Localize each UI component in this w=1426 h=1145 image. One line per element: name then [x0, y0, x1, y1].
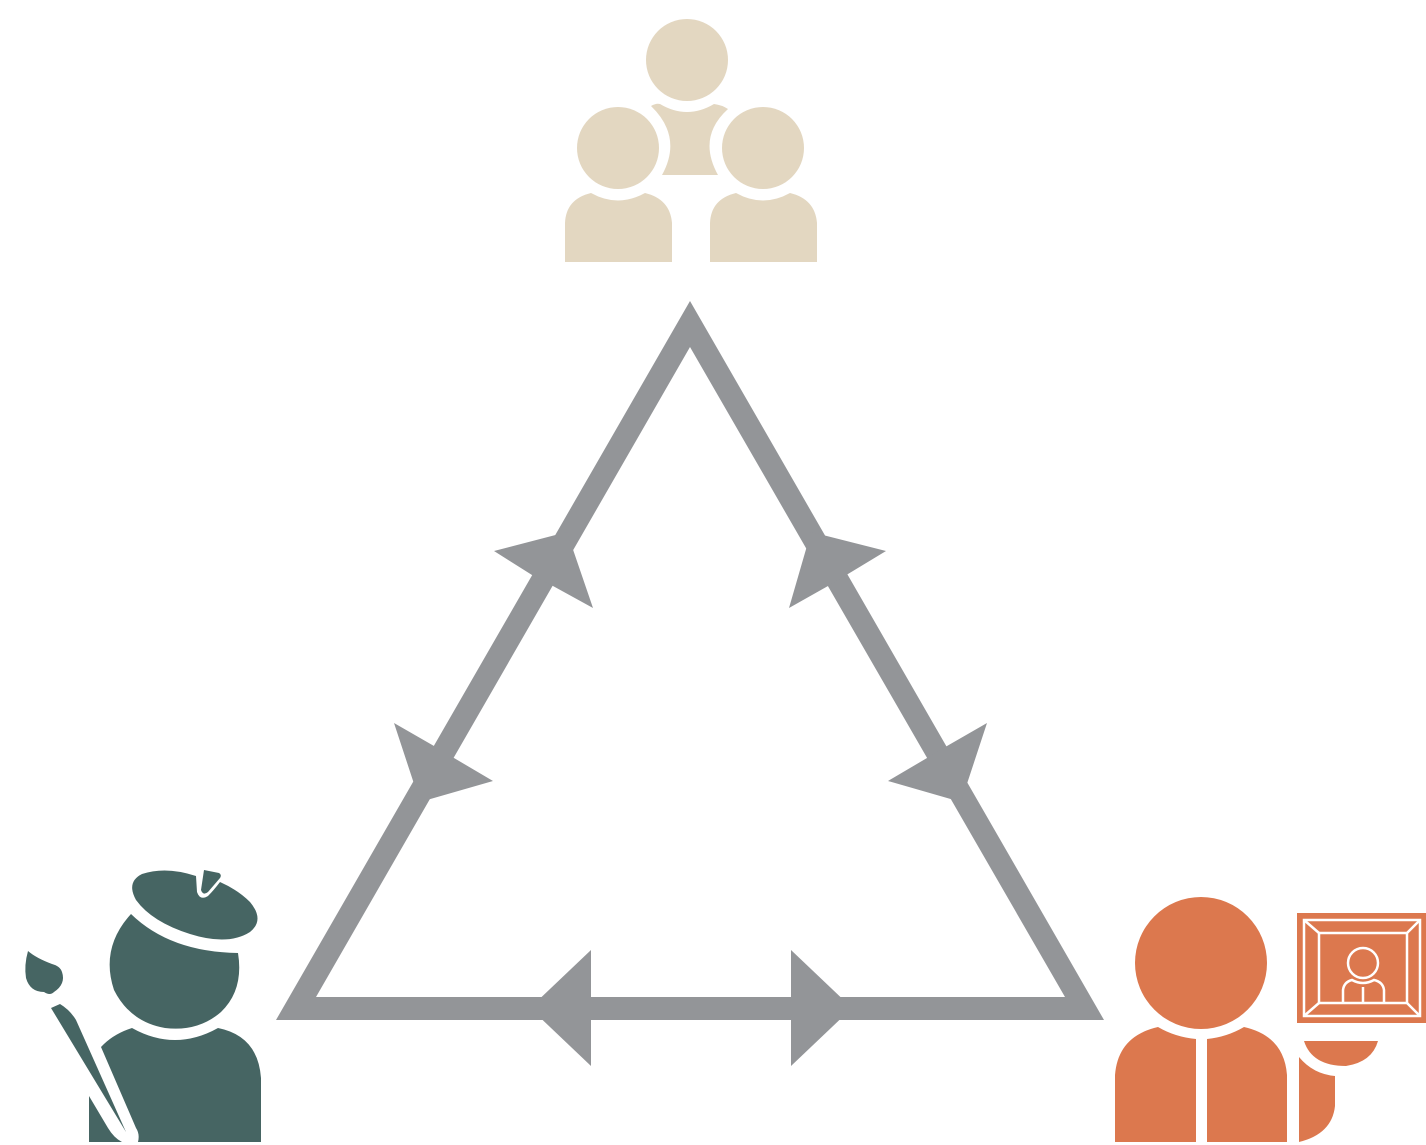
portrait-person-body [1341, 978, 1386, 1003]
arrowhead-bottom-edge-toward-presenter [791, 950, 852, 1066]
portrait-frame-corner-tl [1303, 919, 1320, 934]
audience-right-person-head [722, 107, 804, 189]
artist-beret [132, 870, 258, 940]
artist-head [109, 914, 240, 1029]
audience-group-icon [565, 19, 817, 262]
portrait-person-head [1346, 946, 1380, 980]
artist-with-paintbrush-icon [25, 870, 261, 1142]
arrowhead-right-edge-toward-presenter [888, 723, 987, 802]
presenter-body-left [1115, 1027, 1196, 1142]
portrait-frame-corner-bl [1303, 1002, 1320, 1017]
audience-right-person-body [710, 193, 817, 262]
arrowhead-left-edge-toward-artist [394, 723, 493, 802]
artist-body [101, 1028, 261, 1142]
triangle-frame [276, 301, 1104, 1020]
audience-back-person-body [651, 103, 728, 175]
portrait-frame-corner-br [1406, 1002, 1421, 1017]
paintbrush-tip-icon [25, 951, 63, 994]
portrait-frame-inner-outline [1302, 918, 1422, 1018]
audience-back-person-head [646, 19, 728, 101]
presenter-body-right [1207, 1027, 1287, 1142]
presenter-arm [1299, 1057, 1335, 1142]
presenter-with-portrait-icon [1115, 897, 1426, 1142]
presenter-hand [1304, 1041, 1378, 1066]
arrowhead-bottom-edge-toward-artist [530, 950, 591, 1066]
artist-beret-stalk [201, 870, 221, 894]
relationship-triangle [276, 301, 1104, 1066]
paintbrush-handle-icon [51, 1004, 126, 1132]
audience-left-person-head [577, 107, 659, 189]
framed-portrait-icon [1297, 913, 1426, 1023]
presenter-head [1135, 897, 1267, 1029]
portrait-frame-corner-tr [1406, 919, 1421, 934]
arrowhead-right-edge-toward-audience [789, 532, 886, 608]
artist-arm [89, 1096, 122, 1142]
audience-left-person-body [565, 193, 672, 262]
arrowhead-left-edge-toward-audience [494, 532, 593, 608]
